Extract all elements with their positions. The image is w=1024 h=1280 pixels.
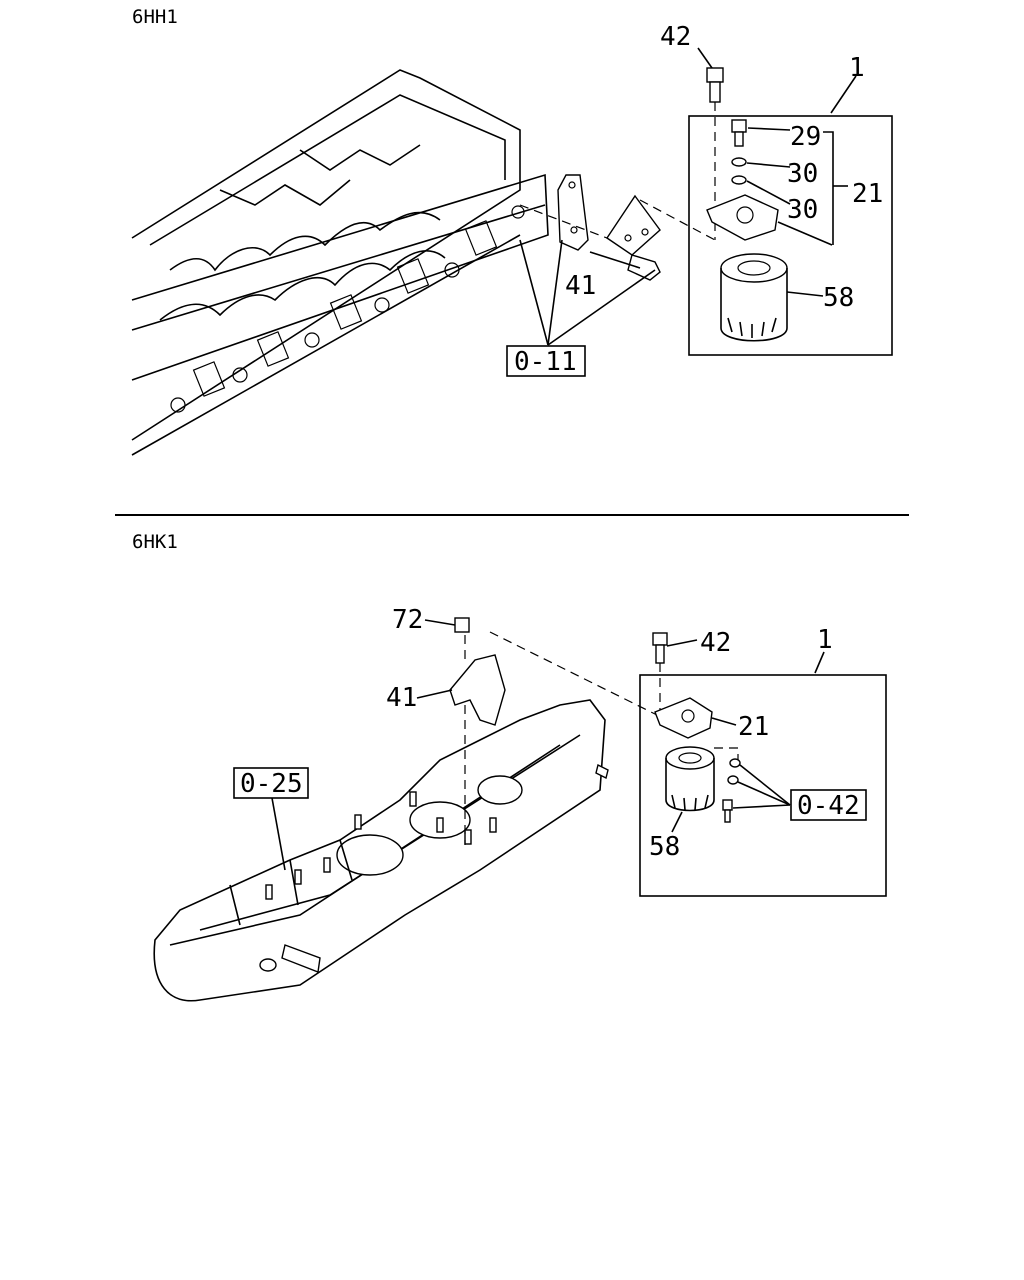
callout-nut-72: 72: [392, 605, 423, 635]
assembly-box-top: [688, 115, 893, 356]
callout-bolt-29: 29: [790, 122, 821, 152]
bracket-drawing-top: [519, 174, 716, 281]
callout-bracket-41: 41: [386, 683, 417, 713]
callout-filter-58: 58: [823, 283, 854, 313]
callout-bolt-42: 42: [660, 22, 691, 52]
small-parts-0-42: [714, 747, 791, 823]
callout-filter-head-21-bottom: 21: [738, 712, 769, 742]
exhaust-manifold-drawing: [153, 699, 609, 1002]
leaders-0-11: [519, 239, 656, 346]
ref-label-0-25: 0-25: [240, 769, 303, 799]
filter-58-bottom-drawing: [665, 746, 715, 833]
assembly-box-bottom: [639, 674, 887, 897]
section-6hk1: 6HK1: [132, 531, 887, 1002]
filter-head-21-drawing: [654, 697, 737, 739]
callout-washer-30-upper: 30: [787, 159, 818, 189]
callout-assembly-top: 1: [849, 53, 865, 83]
callout-bracket-bolt-41: 41: [565, 271, 596, 301]
cylinder-head-drawing: [131, 69, 549, 456]
callout-assembly-bottom: 1: [817, 625, 833, 655]
ref-label-0-42: 0-42: [797, 791, 860, 821]
callout-washer-30-lower: 30: [787, 195, 818, 225]
ref-box-0-25: [233, 767, 309, 799]
section-6hh1: 6HH1: [131, 6, 893, 456]
section-title-6hh1: 6HH1: [132, 6, 178, 28]
bolt-42-bottom-drawing: [652, 632, 698, 710]
section-title-6hk1: 6HK1: [132, 531, 178, 553]
ref-box-0-11: [506, 345, 586, 377]
filter-58-drawing: [720, 253, 824, 342]
filter-head-parts-top: [706, 119, 833, 246]
callout-filter-58-bottom: 58: [649, 832, 680, 862]
ref-box-0-42: [790, 789, 867, 821]
bolt-42-drawing: [706, 67, 724, 240]
ref-label-0-11: 0-11: [514, 347, 577, 377]
bracket-41-drawing: [416, 617, 658, 845]
callout-bolt-42-bottom: 42: [700, 628, 731, 658]
callout-filter-head-21: 21: [852, 179, 883, 209]
